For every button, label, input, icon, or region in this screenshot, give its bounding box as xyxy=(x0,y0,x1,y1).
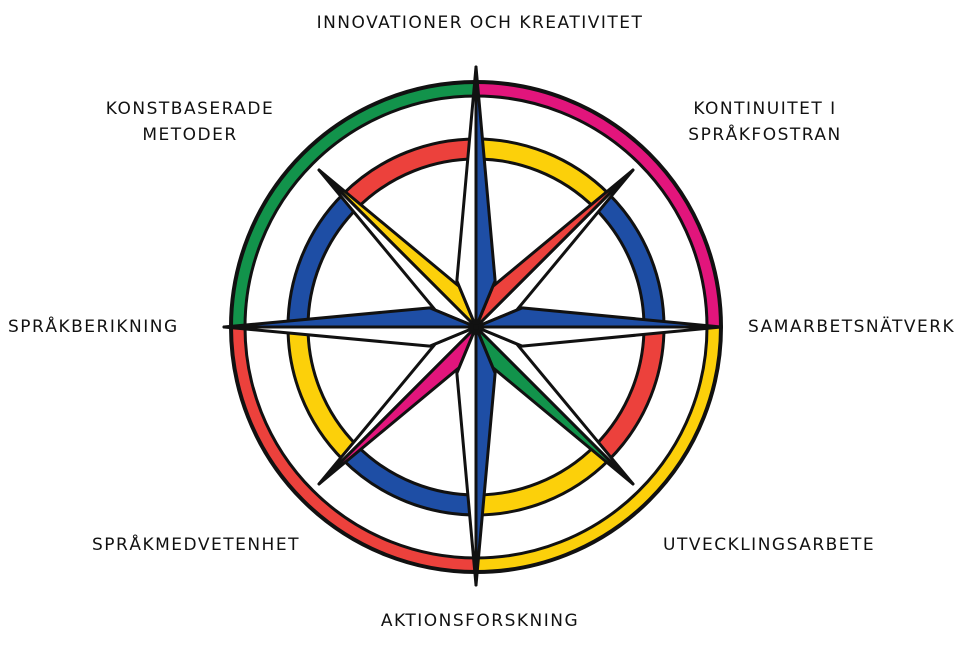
compass-center-dot xyxy=(473,324,479,330)
middle-ring-arc-red-1 xyxy=(343,139,477,209)
outer-ring-pink-arc xyxy=(475,82,721,328)
label-innovationer: INNOVATIONER OCH KREATIVITET xyxy=(316,13,644,33)
south-point-half-b xyxy=(474,325,497,587)
middle-ring-arc-blue-3 xyxy=(594,194,664,328)
label-sprakberikning: SPRÅKBERIKNING xyxy=(8,317,179,337)
north-point-half-b xyxy=(455,65,478,329)
label-kontinuitet: KONTINUITET I SPRÅKFOSTRAN xyxy=(665,96,865,148)
middle-ring-arc-blue-6 xyxy=(343,445,477,515)
label-samarbetsnatverk: SAMARBETSNÄTVERK xyxy=(748,317,956,337)
label-aktionsforskning: AKTIONSFORSKNING xyxy=(380,611,580,631)
label-utvecklingsarbete: UTVECKLINGSARBETE xyxy=(663,535,876,555)
outer-ring-yellow-arc xyxy=(475,326,721,572)
middle-ring-arc-yellow-2 xyxy=(475,139,609,209)
east-point-half-b xyxy=(474,306,723,329)
outer-ring-green-arc xyxy=(231,82,477,328)
middle-ring-arc-yellow-5 xyxy=(475,445,609,515)
middle-ring-arc-red-4 xyxy=(594,326,664,460)
label-sprakmedvetenhet: SPRÅKMEDVETENHET xyxy=(92,535,300,555)
middle-ring-arc-yellow-7 xyxy=(288,326,358,460)
label-kontinuitet-line1: KONTINUITET I xyxy=(693,99,837,119)
west-point-half-b xyxy=(222,325,478,348)
label-kontinuitet-line2: SPRÅKFOSTRAN xyxy=(688,125,842,145)
label-konstbaserade: KONSTBASERADE METODER xyxy=(90,96,290,148)
label-konstbaserade-line1: KONSTBASERADE xyxy=(105,99,275,119)
middle-ring-arc-blue-0 xyxy=(288,194,358,328)
outer-ring-red-arc xyxy=(231,326,477,572)
label-konstbaserade-line2: METODER xyxy=(142,125,238,145)
